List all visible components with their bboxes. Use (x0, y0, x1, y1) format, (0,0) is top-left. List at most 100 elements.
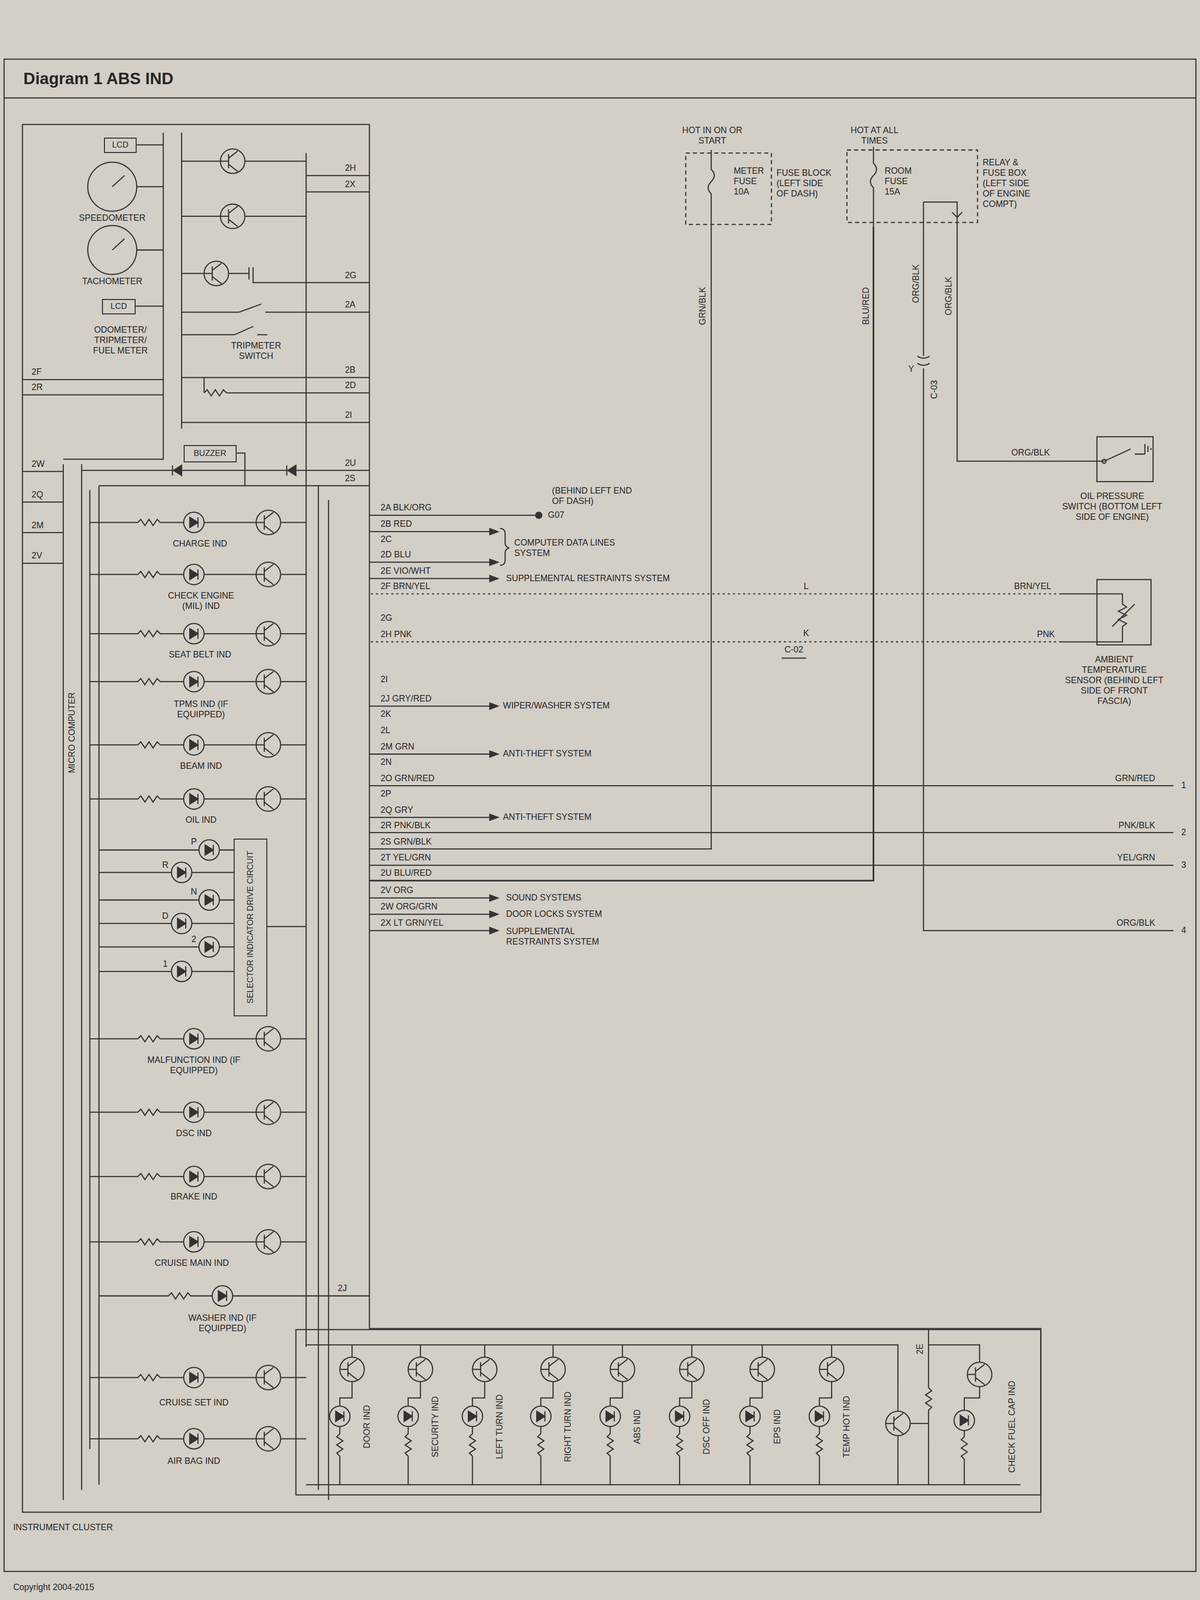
tachometer-gauge: TACHOMETER (69, 223, 155, 289)
label-text: 2O GRN/RED (379, 773, 436, 784)
wire-connector (369, 226, 712, 850)
lamp-symbol (171, 961, 192, 982)
label-text: 2B RED (379, 519, 413, 530)
lamp-symbol (183, 564, 204, 585)
lamp-symbol (183, 788, 204, 809)
transistor-symbol (610, 1356, 635, 1382)
label-text: 2F BRN/YEL (379, 581, 432, 593)
label-text: 2X (344, 179, 357, 191)
label-text: 2M GRN (379, 741, 416, 752)
switch-contact (1101, 459, 1106, 464)
lamp-symbol (199, 839, 220, 860)
label-text: 2E VIO/WHT (379, 566, 432, 577)
transistor-symbol (220, 149, 245, 174)
wire (22, 132, 370, 1348)
diode-symbol (172, 465, 287, 476)
transistor-symbol (255, 510, 281, 535)
label-text: 2D BLU (379, 550, 412, 561)
node-label: OIL PRESSURE SWITCH (BOTTOM LEFT SIDE OF… (1061, 491, 1164, 523)
node-label: INSTRUMENT CLUSTER (12, 1522, 114, 1533)
node-label: LCD (110, 140, 130, 151)
diagram-title: Diagram 1 ABS IND (22, 68, 175, 89)
fuse-block: HOT IN ON OR START METER FUSE 10AFUSE BLO… (675, 122, 840, 227)
wire-connector (956, 226, 1057, 462)
node-label: HOT IN ON OR START (673, 125, 751, 147)
label-text: SEAT BELT IND (167, 650, 233, 661)
selector-wire (99, 850, 306, 972)
fuse-symbol (707, 150, 714, 227)
lamp-symbol (530, 1405, 551, 1427)
transistor-symbol (255, 1229, 281, 1254)
label-text: ABS IND (632, 1408, 644, 1446)
label-text: LEFT TURN IND (494, 1393, 505, 1460)
indicator-wire (305, 1329, 1021, 1485)
gauge-symbol (87, 225, 137, 275)
label-text: 2 (1180, 827, 1188, 838)
relay-fuse-box: HOT AT ALL TIMESROOM FUSE 15ARELAY & FUS… (843, 122, 1039, 227)
label-text: 2R (30, 382, 44, 394)
label-text: DOOR IND (362, 1403, 373, 1450)
node-label: BUZZER (192, 448, 228, 459)
lamp-symbol (809, 1405, 830, 1427)
label-text: 2V ORG (379, 885, 415, 897)
lamp-symbol (398, 1405, 419, 1427)
label-text: K (802, 628, 811, 640)
indicator-panel (296, 1329, 1042, 1496)
title-rule (3, 97, 1197, 99)
label-text: 3 (1180, 859, 1188, 871)
label-text: 2 (190, 934, 198, 946)
transistor-symbol (967, 1362, 992, 1387)
label-text: N (189, 886, 199, 898)
wire (923, 201, 1174, 931)
label-text: 2F (30, 367, 43, 378)
label-text: ORG/BLK (1010, 448, 1051, 459)
label-text: GRN/RED (1114, 773, 1157, 784)
wire (22, 452, 370, 1500)
diode-symbol (173, 465, 296, 476)
label-text: Copyright 2004-2015 (12, 1582, 96, 1594)
label-text: DSC IND (175, 1128, 213, 1140)
label-text: MALFUNCTION IND (IF EQUIPPED) (143, 1054, 246, 1076)
label-text: G07 (547, 509, 566, 521)
label-text: EPS IND (772, 1408, 783, 1446)
oil-pressure-switch: OIL PRESSURE SWITCH (BOTTOM LEFT SIDE OF… (1056, 434, 1165, 533)
indicator-wire (89, 519, 370, 1442)
lamp-symbol (199, 889, 220, 910)
label-text: 2X LT GRN/YEL (379, 918, 445, 929)
label-text: CRUISE SET IND (158, 1398, 230, 1409)
transistor-symbol (679, 1356, 704, 1382)
label-text: D (161, 910, 170, 922)
label-text: P (190, 836, 199, 848)
transistor-symbol (750, 1356, 775, 1382)
cluster-outline (22, 124, 1041, 1512)
label-text: MICRO COMPUTER (67, 691, 78, 774)
label-text: 2K (379, 708, 393, 720)
page-frame (3, 59, 1197, 1572)
wire-color-label: ORG/BLK (943, 275, 954, 317)
transistor-symbol (255, 669, 281, 694)
wire-color-label: PNK (1036, 629, 1056, 641)
label-text: 2H (344, 163, 357, 174)
relay-box-outline (847, 150, 978, 223)
label-text: DSC OFF IND (701, 1398, 713, 1456)
label-text: CHECK FUEL CAP IND (1006, 1379, 1018, 1474)
label-text: TPMS IND (IF EQUIPPED) (157, 699, 245, 720)
label-text: WIPER/WASHER SYSTEM (501, 700, 611, 712)
label-text: 2Q GRY (379, 804, 415, 816)
transistor-symbol (255, 786, 281, 811)
label-text: CHECK ENGINE (MIL) IND (160, 590, 243, 612)
wire-connector (369, 641, 1062, 643)
label-text: 2I (379, 674, 390, 685)
lamp-symbol (183, 671, 204, 692)
node-label: SPEEDOMETER (78, 213, 147, 224)
wire-connector (369, 226, 874, 881)
label-text: TRIPMETER SWITCH (225, 340, 288, 362)
label-text: DOOR LOCKS SYSTEM (504, 908, 603, 920)
switch-housing (1097, 436, 1153, 482)
node-label: FUSE BLOCK (LEFT SIDE OF DASH) (775, 167, 836, 200)
label-text: 2S (344, 473, 357, 484)
node-label: METER FUSE 10A (732, 165, 770, 198)
arrowhead (489, 528, 498, 934)
transistor-symbol (255, 621, 281, 646)
label-text: 2B (344, 365, 357, 376)
